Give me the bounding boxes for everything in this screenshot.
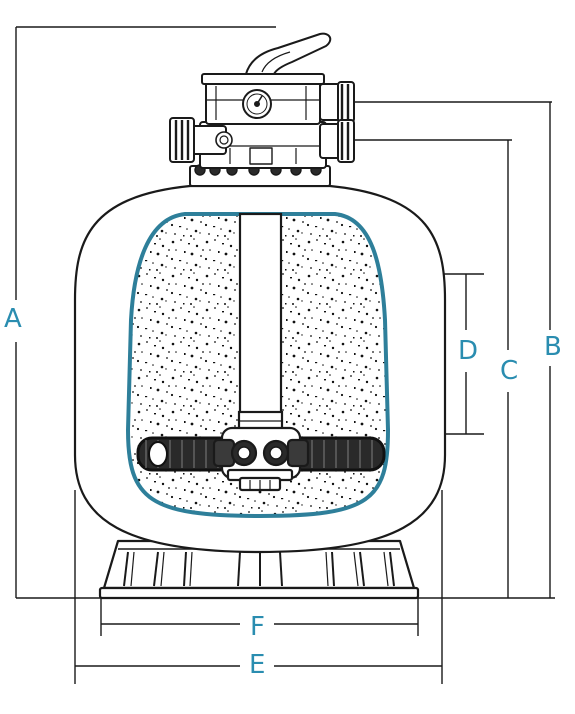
dimension-label-f: F [250, 612, 265, 642]
standpipe [237, 212, 284, 434]
dimension-label-c: C [500, 356, 519, 386]
valve-handle [245, 32, 332, 75]
collector-hub [212, 426, 310, 492]
dimension-label-a: A [4, 304, 22, 334]
filter-base [98, 539, 420, 600]
lateral-pipe-left [136, 436, 236, 472]
dimension-label-b: B [544, 332, 562, 362]
dimension-label-e: E [249, 650, 266, 680]
dimension-label-d: D [458, 336, 479, 366]
multiport-valve [169, 32, 355, 187]
